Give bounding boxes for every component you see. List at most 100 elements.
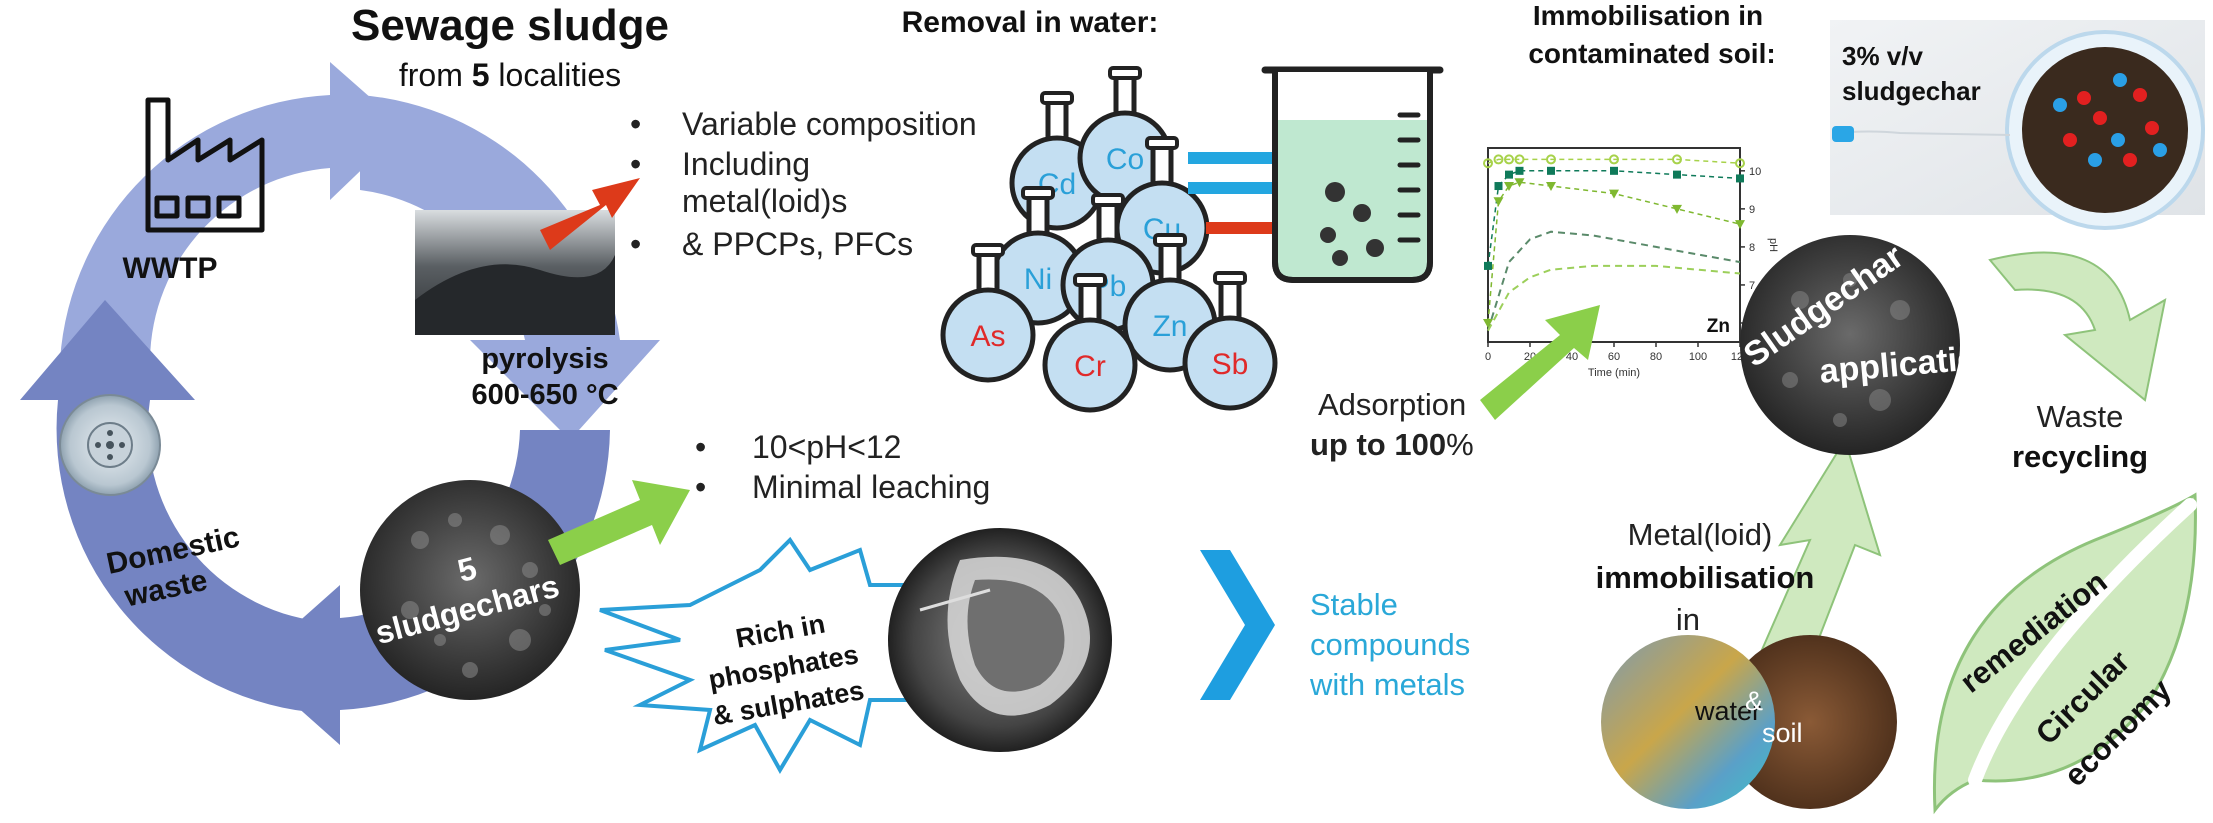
data-point: [1494, 182, 1503, 191]
data-point: [1514, 178, 1525, 188]
stable-label: Stable: [1310, 587, 1398, 622]
data-point: [1735, 158, 1745, 169]
red-arrow-composition: [540, 178, 640, 250]
data-point: [1610, 166, 1618, 175]
chevron-right-icon: [1200, 550, 1275, 700]
data-point: [1546, 154, 1556, 165]
waste-recycling-bold: recycling: [2012, 439, 2148, 474]
soil-pot-photo: [1830, 20, 2205, 230]
flask-cr: Cr: [1042, 273, 1138, 413]
pyrolysis-label: pyrolysis: [481, 343, 608, 375]
data-point: [1493, 154, 1504, 165]
soil-photo: [1723, 635, 1897, 809]
blue-arrow-2: [1188, 173, 1313, 203]
data-point: [1673, 170, 1681, 179]
x-axis-label: Time (min): [1588, 367, 1640, 379]
water-photo: [1601, 635, 1775, 809]
flask-as: As: [940, 243, 1036, 383]
stable-compounds: compounds: [1310, 627, 1470, 662]
bullet-dot: •: [630, 146, 641, 182]
x-tick-label: 60: [1608, 351, 1620, 363]
metal-label: Zn: [1152, 310, 1187, 343]
subtitle-prefix: from: [399, 57, 472, 93]
data-point: [1493, 197, 1504, 207]
bullet-dot: •: [630, 106, 641, 142]
subtitle-bold: 5: [472, 57, 490, 93]
x-tick-label: 40: [1566, 351, 1578, 363]
property-item: Minimal leaching: [752, 469, 990, 505]
green-arrow-adsorption: [1480, 305, 1600, 420]
data-point: [1514, 154, 1525, 165]
application-photo: [1740, 235, 1960, 455]
red-arrow-beaker: [1206, 213, 1313, 243]
soil-amp: &: [1745, 686, 1763, 716]
metal-label: Ni: [1024, 263, 1052, 296]
x-tick-label: 100: [1689, 351, 1707, 363]
application-texture: [1782, 273, 1910, 427]
soil-label: soil: [1762, 718, 1803, 748]
data-point: [1515, 166, 1524, 175]
stable-metals: with metals: [1309, 667, 1465, 702]
sludge-pile-photo: [415, 210, 615, 335]
data-point: [1505, 170, 1513, 179]
data-point: [1483, 318, 1493, 328]
data-point: [1504, 182, 1514, 192]
y-tick-label: 9: [1749, 204, 1755, 216]
water-label: water: [1694, 696, 1761, 726]
metal-imm-label: Metal(loid): [1628, 517, 1773, 552]
dose-label: 3% v/v: [1842, 41, 1923, 71]
flask-co: Co: [1077, 66, 1173, 206]
data-point: [1483, 158, 1493, 169]
data-point: [1546, 182, 1556, 192]
x-tick-label: 80: [1650, 351, 1662, 363]
gravel-texture: [401, 513, 551, 678]
data-point: [1672, 154, 1682, 165]
metal-imm-bold: immobilisation: [1596, 560, 1815, 595]
composition-list: • Variable composition • Including metal…: [630, 106, 977, 262]
rich-starburst: [599, 536, 966, 774]
composition-item: & PPCPs, PFCs: [682, 226, 913, 262]
adsorption-label: Adsorption: [1318, 387, 1466, 422]
data-point: [1547, 166, 1555, 175]
immobilisation-title-2: contaminated soil:: [1528, 38, 1775, 69]
dose-material: sludgechar: [1842, 76, 1981, 106]
metal-imm-in: in: [1676, 602, 1700, 637]
leaf-icon: [1932, 492, 2197, 815]
y-tick-label: 10: [1749, 166, 1761, 178]
y-tick-label: 7: [1749, 280, 1755, 292]
metal-label: Co: [1106, 143, 1144, 176]
blue-arrow-1: [1188, 143, 1313, 173]
microscope-image: [888, 528, 1112, 752]
data-point: [1609, 189, 1619, 199]
series-line: [1487, 181, 1741, 324]
y-tick-label: 8: [1749, 242, 1755, 254]
metal-label: Cr: [1074, 350, 1106, 383]
data-point: [1736, 174, 1744, 183]
metal-label: Sb: [1212, 348, 1249, 381]
chart-plot-area: [1487, 147, 1741, 343]
property-item: 10<pH<12: [752, 429, 901, 465]
green-arrow-cycle-right: [1988, 251, 2167, 402]
bullet-dot: •: [695, 429, 706, 465]
composition-item: metal(loid)s: [682, 183, 847, 219]
x-tick-label: 0: [1485, 351, 1491, 363]
series-line: [1487, 158, 1741, 164]
subtitle: from 5 localities: [399, 57, 621, 93]
cycle-arrow-left: [20, 300, 310, 712]
data-point: [1484, 261, 1492, 270]
y-axis-label: pH: [1767, 238, 1779, 252]
metal-label: As: [970, 320, 1005, 353]
data-point: [1609, 154, 1619, 165]
flask-sb: Sb: [1182, 271, 1278, 411]
adsorption-unit: %: [1446, 427, 1474, 462]
fit-curve: [1487, 264, 1741, 332]
chart-annotation: Zn: [1707, 316, 1730, 337]
immobilisation-title: Immobilisation in: [1533, 0, 1763, 31]
page-title: Sewage sludge: [351, 1, 669, 50]
removal-title: Removal in water:: [902, 6, 1159, 39]
composition-item: Variable composition: [682, 106, 977, 142]
pyrolysis-temp: 600-650 °C: [471, 379, 618, 411]
bullet-dot: •: [630, 226, 641, 262]
bullet-dot: •: [695, 469, 706, 505]
